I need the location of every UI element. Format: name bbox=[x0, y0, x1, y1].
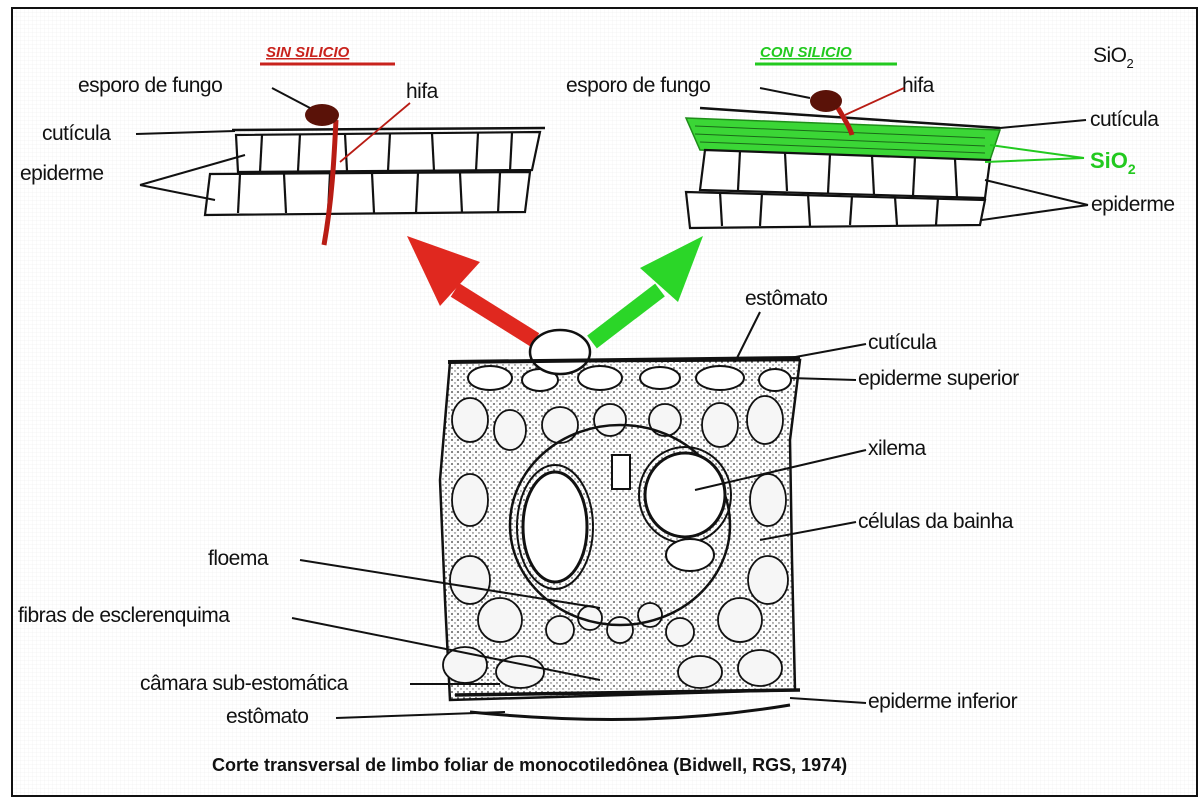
right-cuticle-label: cutícula bbox=[1090, 108, 1159, 131]
label-substomatal: câmara sub-estomática bbox=[140, 672, 349, 695]
label-lower-epidermis: epiderme inferior bbox=[868, 690, 1018, 713]
right-panel-header: CON SILICIO bbox=[760, 44, 852, 61]
label-phloem: floema bbox=[208, 547, 269, 570]
stomata-bulge bbox=[530, 330, 590, 374]
left-panel-header: SIN SILICIO bbox=[266, 44, 350, 61]
figure-caption: Corte transversal de limbo foliar de mon… bbox=[212, 755, 847, 775]
label-sclerenchyma: fibras de esclerenquima bbox=[18, 604, 230, 627]
right-hypha-label: hifa bbox=[902, 74, 935, 97]
label-sheath-cells: células da bainha bbox=[858, 510, 1014, 533]
right-epidermis-cells bbox=[686, 150, 990, 228]
right-fungal-spore bbox=[810, 90, 842, 112]
left-hypha-label: hifa bbox=[406, 80, 439, 103]
label-stomata-top: estômato bbox=[745, 287, 827, 310]
right-epidermis-label: epiderme bbox=[1091, 193, 1175, 216]
label-upper-epidermis: epiderme superior bbox=[858, 367, 1019, 390]
xylem-vessel-right bbox=[645, 453, 725, 537]
xylem-vessel-left bbox=[523, 472, 587, 582]
left-spore-label: esporo de fungo bbox=[78, 74, 222, 97]
label-xylem: xilema bbox=[868, 437, 927, 460]
leaf-cross-section bbox=[440, 330, 800, 719]
left-epidermis-label: epiderme bbox=[20, 162, 104, 185]
label-cuticle: cutícula bbox=[868, 331, 937, 354]
right-spore-label: esporo de fungo bbox=[566, 74, 710, 97]
left-cuticle-label: cutícula bbox=[42, 122, 111, 145]
label-stomata-bottom: estômato bbox=[226, 705, 308, 728]
left-epidermis-cells bbox=[205, 132, 540, 215]
